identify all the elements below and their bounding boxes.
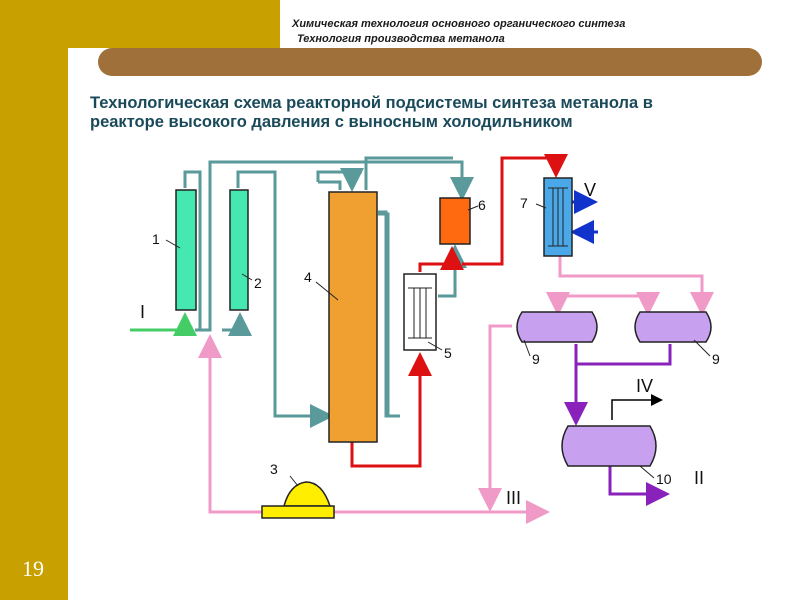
blue-pipes [570, 190, 598, 244]
label-unit-10: 10 [656, 471, 672, 487]
separator-10 [561, 425, 657, 467]
pink-pipes [198, 256, 714, 524]
label-unit-2: 2 [254, 275, 262, 291]
stream-labels: I II III IV V [140, 180, 704, 508]
label-stream-V: V [584, 180, 596, 200]
top-band [68, 0, 280, 48]
label-stream-IV: IV [636, 376, 653, 396]
label-unit-6: 6 [478, 197, 486, 213]
header-line-2: Технология производства метанола [297, 33, 505, 45]
label-stream-II: II [694, 468, 704, 488]
label-unit-9a: 9 [532, 351, 540, 367]
adsorber-2 [229, 189, 249, 311]
label-stream-III: III [506, 488, 521, 508]
separator-9-right [634, 311, 712, 343]
header-line-1: Химическая технология основного органиче… [292, 18, 626, 30]
leader-lines [165, 203, 711, 487]
label-unit-4: 4 [304, 269, 312, 285]
label-unit-3: 3 [270, 461, 278, 477]
unit-labels: 1 2 3 4 5 6 7 9 9 10 [152, 195, 720, 487]
adsorber-1 [175, 189, 197, 311]
slide-number: 19 [22, 556, 44, 581]
separator-9-left [516, 311, 598, 343]
left-bar [0, 0, 68, 600]
reactor-4 [328, 191, 378, 443]
label-unit-5: 5 [444, 345, 452, 361]
gas-line-IV [611, 394, 663, 420]
label-stream-I: I [140, 302, 145, 322]
header-bar [98, 48, 762, 76]
label-unit-9b: 9 [712, 351, 720, 367]
heat-exchanger-5 [403, 273, 437, 351]
red-pipes [350, 154, 568, 468]
label-unit-7: 7 [520, 195, 528, 211]
teal-arrows [228, 168, 364, 336]
feed-line-I [130, 312, 197, 336]
label-unit-1: 1 [152, 231, 160, 247]
heater-6 [439, 197, 471, 245]
cooler-7 [543, 177, 573, 257]
purple-pipes [564, 344, 672, 506]
slide-title: Технологическая схема реакторной подсист… [90, 94, 653, 131]
compressor-3 [261, 481, 335, 519]
teal-pipes [183, 156, 474, 428]
